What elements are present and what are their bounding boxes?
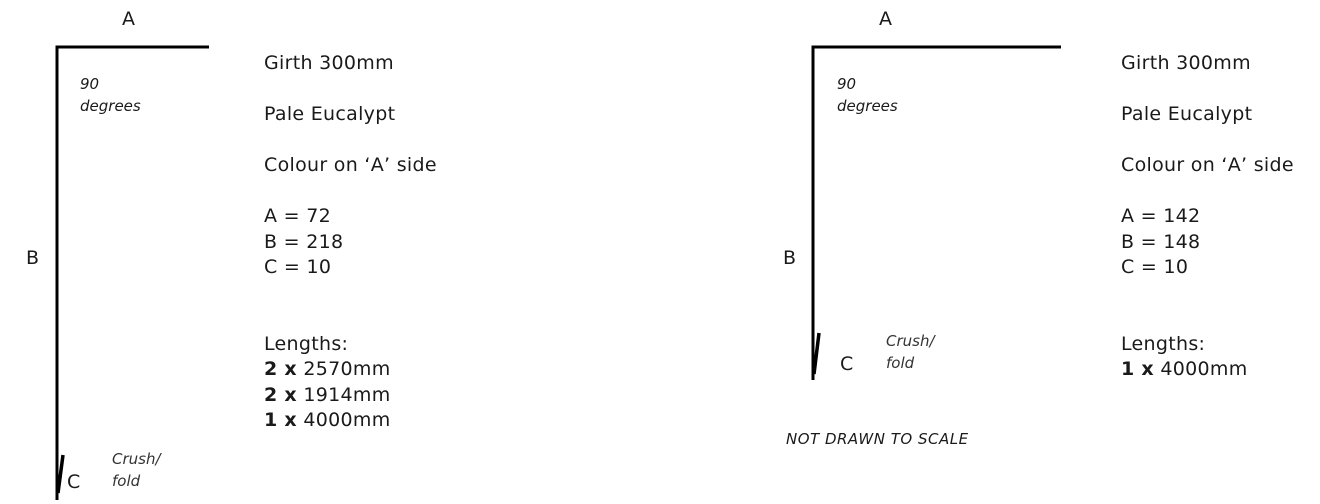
colour-side-text: Colour on ‘A’ side xyxy=(264,154,437,176)
side-b-label: B xyxy=(783,247,797,269)
side-a-label: A xyxy=(122,8,135,30)
dim-c-text: C = 10 xyxy=(1121,256,1189,278)
spec-block: Girth 300mm Pale Eucalypt Colour on ‘A’ … xyxy=(1121,51,1294,383)
edge-c-fold xyxy=(56,454,65,494)
fold-note: Crush/ fold xyxy=(886,332,935,372)
girth-text: Girth 300mm xyxy=(264,52,394,74)
colour-name-text: Pale Eucalypt xyxy=(1121,103,1253,125)
lengths-title: Lengths: xyxy=(264,332,349,355)
length-row: 1 x 4000mm xyxy=(264,409,391,431)
length-row: 2 x 1914mm xyxy=(264,383,391,406)
flashing-profile-2: A B C 90 degrees Crush/ fold Girth 300mm… xyxy=(757,0,1320,504)
not-to-scale-note: NOT DRAWN TO SCALE xyxy=(786,430,969,448)
angle-note: 90 degrees xyxy=(837,75,898,115)
dim-c-text: C = 10 xyxy=(264,256,332,278)
dim-b-text: B = 148 xyxy=(1121,230,1201,253)
flashing-profile-1: A B C 90 degrees Crush/ fold Girth 300mm… xyxy=(26,8,437,500)
lengths-title: Lengths: xyxy=(1121,332,1206,355)
profile-drawing xyxy=(811,45,1061,380)
edge-c-fold xyxy=(812,332,821,375)
side-a-label: A xyxy=(879,8,892,30)
side-b-label: B xyxy=(26,247,40,269)
dim-a-text: A = 72 xyxy=(264,205,331,227)
profile-drawing xyxy=(55,45,209,500)
side-c-label: C xyxy=(840,353,854,375)
colour-side-text: Colour on ‘A’ side xyxy=(1121,154,1294,176)
side-c-label: C xyxy=(67,471,81,493)
length-row: 2 x 2570mm xyxy=(264,358,391,380)
dim-b-text: B = 218 xyxy=(264,230,344,253)
angle-note: 90 degrees xyxy=(80,75,141,115)
length-row: 1 x 4000mm xyxy=(1121,358,1248,380)
dim-a-text: A = 142 xyxy=(1121,205,1201,227)
girth-text: Girth 300mm xyxy=(1121,52,1251,74)
spec-block: Girth 300mm Pale Eucalypt Colour on ‘A’ … xyxy=(264,51,437,434)
colour-name-text: Pale Eucalypt xyxy=(264,103,396,125)
fold-note: Crush/ fold xyxy=(112,450,161,490)
